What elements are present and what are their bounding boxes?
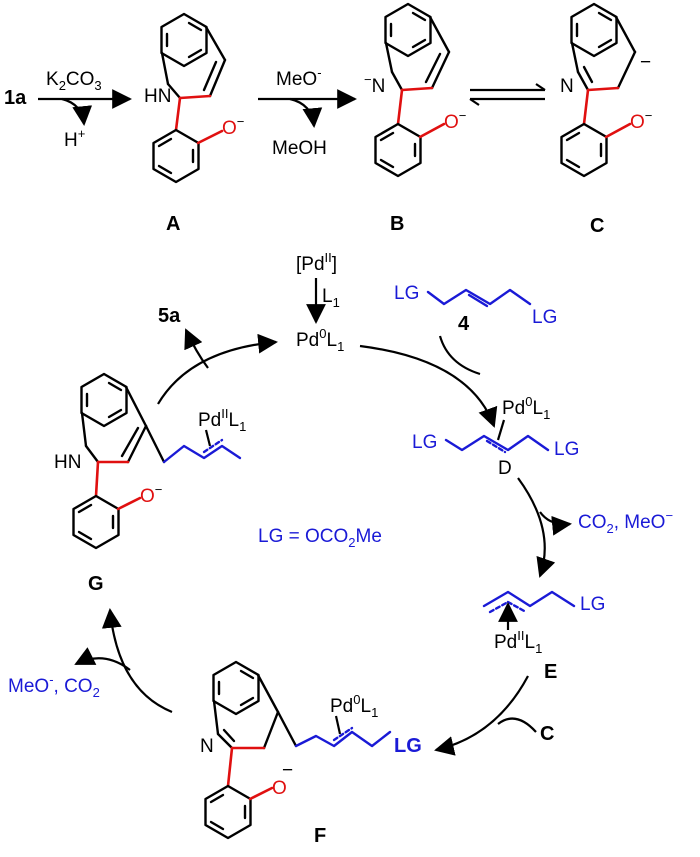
label-lg-e: LG	[580, 594, 605, 615]
label-n-c: N	[560, 76, 574, 97]
arrow-4-entry	[438, 335, 481, 376]
label-lg-d-left: LG	[412, 432, 437, 453]
label-meo-co2-2: MeO-, CO2	[8, 672, 100, 700]
label-o-f: O	[272, 778, 287, 799]
label-pdiil1-e: PdIIL1	[494, 628, 542, 656]
label-pd-ii-precursor: [PdII]	[296, 250, 337, 275]
arrow-co2-release-1	[539, 511, 572, 536]
label-pdiil1-g: PdIIL1	[198, 406, 246, 434]
label-co2-meo-1: CO2, MeO−	[578, 508, 673, 536]
label-pd0l1-f: Pd0L1	[330, 692, 378, 720]
label-l1: L1	[322, 286, 340, 310]
label-pd0l1-d: Pd0L1	[502, 394, 550, 422]
label-hn-g: HN	[54, 452, 81, 473]
complex-g: PdIIL1 HN O− G	[54, 372, 246, 595]
arrow-e-to-f	[434, 675, 529, 756]
arrow-f-to-g	[101, 608, 173, 714]
label-n-minus-b: −N	[364, 72, 385, 97]
label-o-minus-g: O−	[140, 482, 162, 507]
complex-f: Pd0L1 LG N − O F	[200, 660, 422, 847]
complex-e: LG PdIIL1 E	[482, 590, 605, 683]
label-meo-minus: MeO-	[276, 65, 322, 90]
arrow-pd0-to-d	[359, 344, 498, 428]
label-o-minus-a: O−	[222, 114, 244, 139]
label-lg-4-left: LG	[394, 283, 419, 304]
label-5a: 5a	[158, 305, 181, 327]
equilibrium-arrows	[469, 83, 546, 106]
arrow-meoh-release	[289, 97, 323, 128]
label-a: A	[166, 213, 180, 235]
label-lg-definition: LG = OCO2Me	[258, 526, 382, 550]
label-lg-d-right: LG	[554, 439, 579, 460]
label-h-plus: H+	[64, 126, 85, 151]
label-1a: 1a	[4, 87, 27, 109]
label-lg-4-right: LG	[532, 307, 557, 328]
compound-b: −N O− B	[364, 2, 466, 235]
label-lg-f: LG	[394, 735, 422, 757]
label-k2co3: K2CO3	[46, 69, 102, 93]
label-b: B	[390, 213, 404, 235]
label-c-reagent: C	[540, 723, 554, 745]
arrow-h-plus-release	[61, 97, 93, 126]
label-d: D	[498, 458, 512, 479]
label-c-minus: −	[640, 52, 651, 73]
label-o-minus-c: O−	[630, 108, 652, 133]
compound-4: LG LG 4	[394, 283, 557, 335]
arrow-d-to-e	[517, 477, 556, 578]
label-f: F	[314, 825, 326, 847]
complex-d: Pd0L1 LG LG D	[412, 394, 579, 479]
arrow-c-entry	[497, 717, 537, 733]
label-n-f: N	[200, 736, 214, 757]
compound-c: N − O− C	[560, 2, 652, 237]
arrow-g-to-pd0	[157, 333, 278, 405]
label-minus-f: −	[282, 760, 293, 781]
label-meoh: MeOH	[272, 138, 327, 159]
compound-a: HN O− A	[144, 12, 244, 235]
label-c: C	[590, 215, 604, 237]
arrow-release-5a	[184, 328, 209, 369]
label-g: G	[88, 573, 104, 595]
label-e: E	[544, 661, 557, 683]
label-hn-a: HN	[144, 86, 171, 107]
label-4: 4	[458, 313, 470, 335]
label-o-minus-b: O−	[444, 108, 466, 133]
label-pd0l1: Pd0L1	[296, 326, 344, 354]
arrow-co2-release-2	[74, 647, 131, 671]
